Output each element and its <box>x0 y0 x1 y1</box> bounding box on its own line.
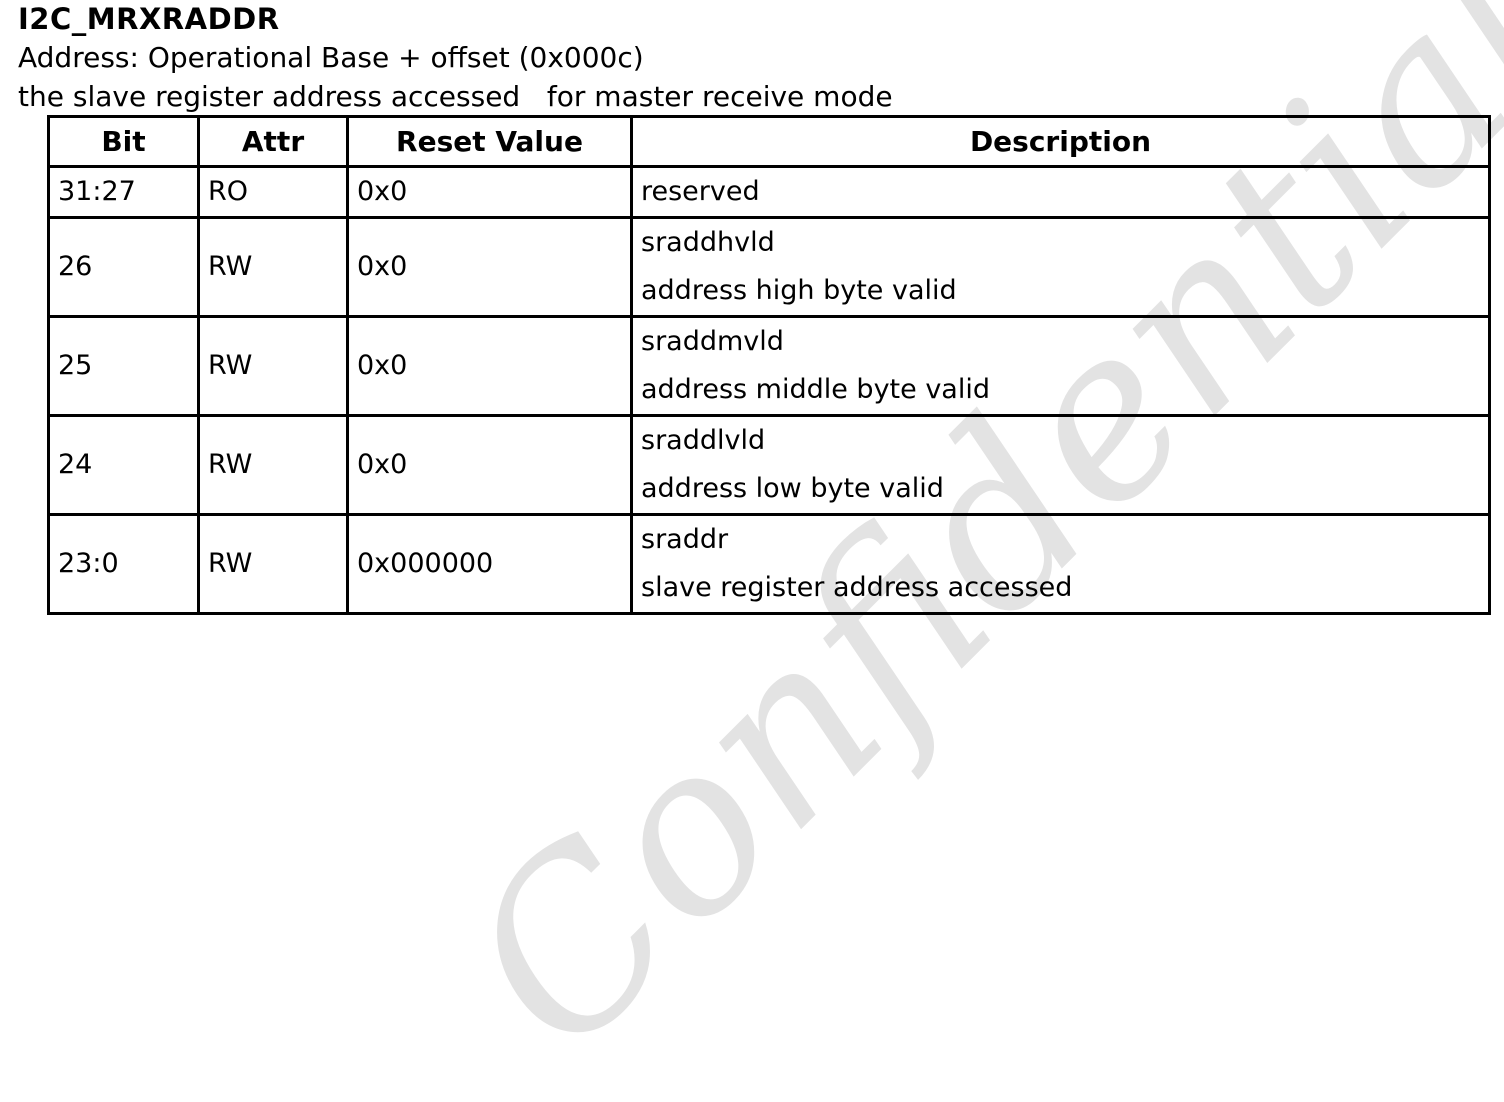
cell-attr: RW <box>197 414 349 516</box>
cell-reset: 0x0 <box>346 165 633 219</box>
cell-attr: RO <box>197 165 349 219</box>
column-header-bit: Bit <box>47 115 200 168</box>
cell-desc: reserved <box>630 165 1491 219</box>
cell-bit: 24 <box>47 414 200 516</box>
cell-bit: 23:0 <box>47 513 200 615</box>
table-header-row: Bit Attr Reset Value Description <box>47 115 1491 168</box>
cell-attr: RW <box>197 513 349 615</box>
cell-desc: sraddmvld address middle byte valid <box>630 315 1491 417</box>
register-description-line: the slave register address accessed for … <box>18 80 893 113</box>
cell-desc: sraddlvld address low byte valid <box>630 414 1491 516</box>
column-header-reset-value: Reset Value <box>346 115 633 168</box>
register-address-line: Address: Operational Base + offset (0x00… <box>18 41 644 74</box>
cell-reset: 0x000000 <box>346 513 633 615</box>
cell-reset: 0x0 <box>346 315 633 417</box>
cell-bit: 25 <box>47 315 200 417</box>
cell-bit: 31:27 <box>47 165 200 219</box>
cell-attr: RW <box>197 315 349 417</box>
cell-reset: 0x0 <box>346 216 633 318</box>
cell-attr: RW <box>197 216 349 318</box>
column-header-description: Description <box>630 115 1491 168</box>
cell-desc: sraddhvld address high byte valid <box>630 216 1491 318</box>
cell-reset: 0x0 <box>346 414 633 516</box>
cell-bit: 26 <box>47 216 200 318</box>
register-name-title: I2C_MRXRADDR <box>18 2 280 36</box>
cell-desc: sraddr slave register address accessed <box>630 513 1491 615</box>
document-page: I2C_MRXRADDR Address: Operational Base +… <box>18 2 1491 615</box>
column-header-attr: Attr <box>197 115 349 168</box>
